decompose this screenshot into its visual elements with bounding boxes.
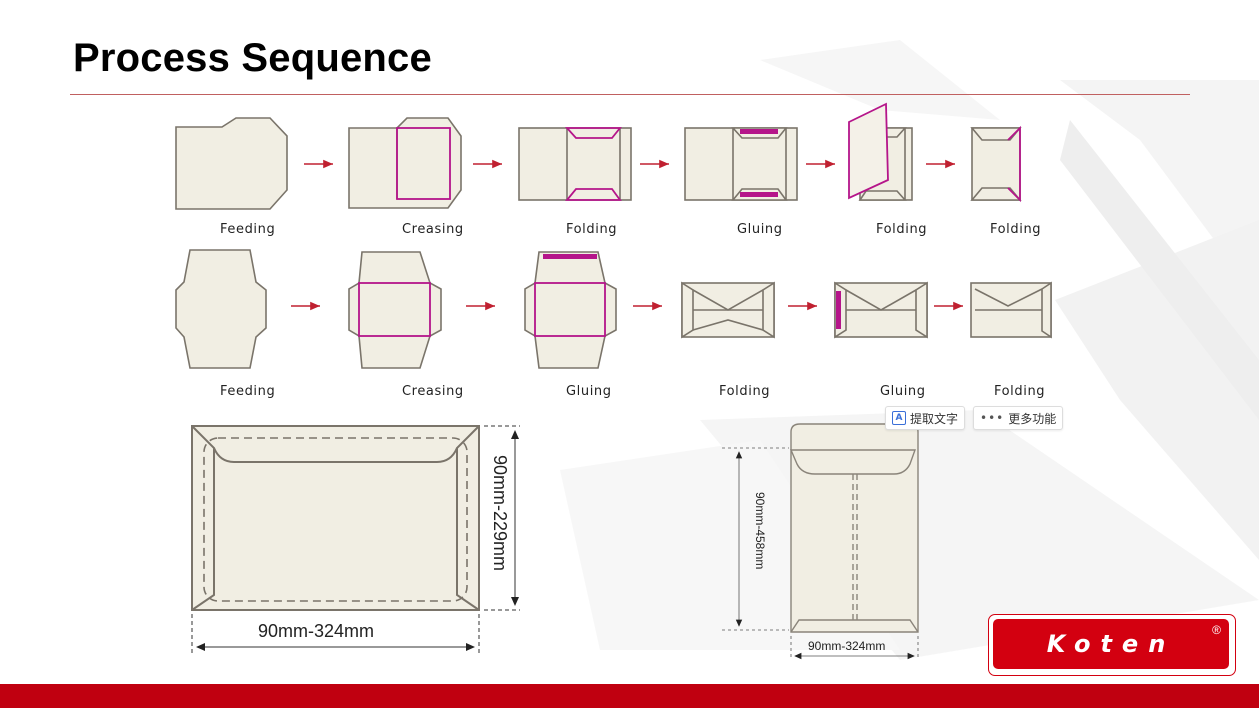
row2-step-5-label: Gluing <box>880 384 926 399</box>
row2-folding-2 <box>970 281 1052 339</box>
wallet-height-label: 90mm-229mm <box>490 455 510 572</box>
more-functions-button[interactable]: ••• 更多功能 <box>973 406 1064 430</box>
more-functions-label: 更多功能 <box>1008 411 1057 426</box>
row1-folding-1 <box>518 127 632 201</box>
row1-step-5-label: Folding <box>876 222 928 237</box>
row1-step-3-label: Folding <box>566 222 618 237</box>
row2-step-1-label: Feeding <box>220 384 276 399</box>
wallet-envelope-diagram <box>191 425 480 611</box>
extract-text-label: 提取文字 <box>910 411 959 426</box>
page-title: Process Sequence <box>73 36 432 80</box>
footer-bar <box>0 684 1259 708</box>
row2-feeding-blank <box>175 249 267 369</box>
extract-text-button[interactable]: A 提取文字 <box>885 406 966 430</box>
row1-feeding-blank <box>175 117 288 210</box>
row2-step-2-label: Creasing <box>402 384 464 399</box>
title-divider <box>70 94 1190 95</box>
wallet-dimension-lines <box>191 425 520 656</box>
row1-step-2-label: Creasing <box>402 222 464 237</box>
flow-arrows <box>291 159 963 311</box>
row1-gluing <box>684 127 798 201</box>
row2-step-6-label: Folding <box>994 384 1046 399</box>
pocket-envelope-diagram <box>789 423 919 633</box>
row1-step-1-label: Feeding <box>220 222 276 237</box>
row2-step-3-label: Gluing <box>566 384 612 399</box>
row1-creasing-blank <box>348 117 462 209</box>
row1-step-4-label: Gluing <box>737 222 783 237</box>
row2-step-4-label: Folding <box>719 384 771 399</box>
row2-gluing-2 <box>834 281 928 339</box>
pocket-height-label: 90mm-458mm <box>753 492 767 570</box>
row2-creasing-blank <box>348 251 442 369</box>
row2-folding-1 <box>681 281 775 339</box>
koten-logo: Koten ® <box>988 614 1236 676</box>
text-select-icon: A <box>892 411 906 425</box>
row1-folding-3 <box>970 125 1022 203</box>
row1-folding-2 <box>848 102 913 201</box>
wallet-width-label: 90mm-324mm <box>258 621 375 641</box>
more-dots-icon: ••• <box>980 411 1005 425</box>
row2-gluing <box>524 251 617 369</box>
pocket-width-label: 90mm-324mm <box>808 639 886 653</box>
row1-step-6-label: Folding <box>990 222 1042 237</box>
pocket-dimension-lines <box>722 447 919 660</box>
registered-mark: ® <box>1212 623 1221 637</box>
logo-text: Koten <box>1046 630 1176 658</box>
